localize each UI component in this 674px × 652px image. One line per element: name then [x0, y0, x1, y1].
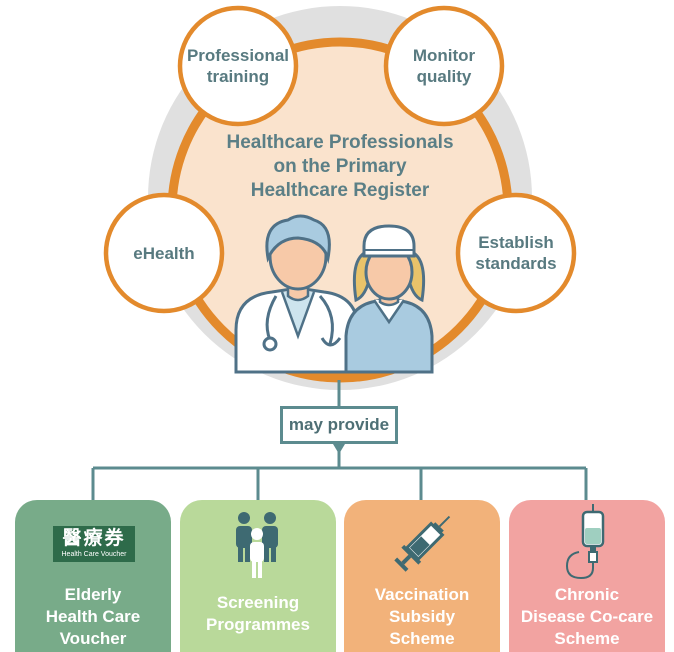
service-label: Vaccination Subsidy Scheme	[344, 584, 500, 650]
service-label-line: Disease Co-care	[520, 607, 654, 626]
service-label-line: Subsidy	[388, 607, 456, 626]
service-label: Elderly Health Care Voucher	[15, 584, 171, 650]
satellite-label: Professional	[186, 46, 290, 65]
satellite-label: Establish	[478, 233, 554, 252]
center-title: Healthcare Professionals on the Primary …	[180, 131, 500, 203]
satellite-ehealth: eHealth	[106, 195, 222, 311]
center-title-line: Healthcare Register	[250, 180, 430, 201]
iv-drip-icon	[565, 504, 605, 580]
nurse-icon	[344, 224, 434, 374]
service-label-line: Health Care	[45, 607, 141, 626]
satellite-circle-training	[177, 5, 299, 127]
service-label-line: Scheme	[389, 629, 455, 648]
service-label-line: Screening	[216, 593, 300, 612]
doctor-icon	[234, 214, 360, 374]
service-card-screening: Screening Programmes	[180, 500, 336, 652]
may-provide-box: may provide	[280, 406, 398, 444]
satellite-monitor-quality: Monitor quality	[386, 8, 502, 124]
satellite-label: training	[206, 67, 270, 86]
service-label-line: Chronic	[554, 585, 620, 604]
satellite-label: standards	[475, 254, 557, 273]
center-title-line: Healthcare Professionals	[226, 132, 454, 153]
service-label-line: Scheme	[554, 629, 620, 648]
satellite-circle-standards	[455, 192, 577, 314]
voucher-badge-english: Health Care Voucher	[61, 551, 127, 558]
satellite-circle-ehealth	[103, 192, 225, 314]
satellite-establish-standards: Establish standards	[458, 195, 574, 311]
family-icon	[236, 512, 278, 578]
satellite-circle-monitor	[383, 5, 505, 127]
may-provide-label: may provide	[288, 415, 390, 434]
service-label-line: Voucher	[59, 629, 127, 648]
satellite-professional-training: Professional training	[180, 8, 296, 124]
service-label-line: Vaccination	[374, 585, 470, 604]
service-card-elderly-voucher: 醫療券 Health Care Voucher Elderly Health C…	[15, 500, 171, 652]
voucher-badge-chinese: 醫療券	[62, 527, 126, 549]
satellite-label: Monitor	[412, 46, 476, 65]
service-card-vaccination: Vaccination Subsidy Scheme	[344, 500, 500, 652]
service-label: Screening Programmes	[180, 592, 336, 636]
service-label-line: Elderly	[64, 585, 122, 604]
center-title-line: on the Primary	[273, 156, 407, 177]
voucher-badge: 醫療券 Health Care Voucher	[53, 526, 135, 562]
connector-arrow	[333, 444, 345, 454]
service-label: Chronic Disease Co-care Scheme	[509, 584, 665, 650]
satellite-label: quality	[416, 67, 472, 86]
satellite-label: eHealth	[133, 243, 195, 263]
syringe-icon	[394, 515, 451, 572]
service-card-chronic-disease: Chronic Disease Co-care Scheme	[509, 500, 665, 652]
service-label-line: Programmes	[206, 615, 310, 634]
